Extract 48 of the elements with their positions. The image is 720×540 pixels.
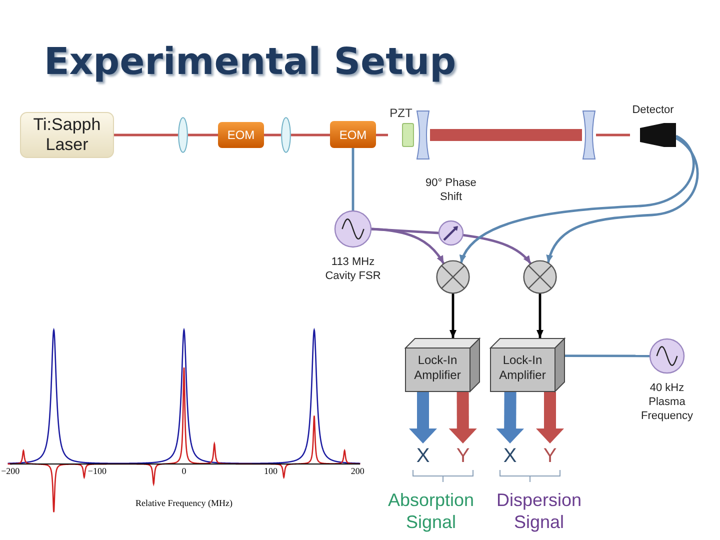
slide-title: Experimental Setup — [44, 40, 456, 83]
mixer-symbol — [436, 260, 470, 294]
node-label: 40 kHz Plasma Frequency — [640, 381, 694, 423]
laser-beam — [430, 129, 582, 141]
node-label: 90° Phase Shift — [424, 176, 478, 204]
axis-title: Relative Frequency (MHz) — [136, 498, 232, 508]
laser-beam — [188, 134, 218, 136]
output-arrow — [448, 392, 477, 444]
node-label: 113 MHz Cavity FSR — [324, 255, 382, 283]
laser-beam — [264, 134, 281, 136]
output-arrow — [496, 392, 524, 444]
tick-label: 200 — [350, 466, 364, 476]
tick-label: 100 — [264, 466, 278, 476]
signal-cable — [460, 134, 695, 264]
laser-beam — [596, 134, 630, 136]
node-label: Ti:Sapph Laser — [32, 115, 102, 155]
mirror — [416, 110, 430, 160]
modulator-block — [330, 121, 376, 148]
lens — [178, 117, 188, 153]
output-arrow — [409, 392, 437, 444]
tick-label: −100 — [88, 466, 106, 476]
output-arrow — [536, 392, 564, 444]
node-label: X — [502, 444, 518, 468]
laser-beam — [376, 134, 388, 136]
lens — [281, 117, 291, 153]
signal-cable — [370, 228, 440, 234]
signal-label: Dispersion Signal — [495, 489, 583, 533]
node-label: PZT — [388, 106, 414, 120]
laser-beam — [291, 134, 330, 136]
node-label: X — [415, 444, 431, 468]
laser-block — [20, 112, 114, 158]
mirror — [582, 110, 596, 160]
signal-cable — [536, 293, 544, 338]
tick-label: 0 — [182, 466, 186, 476]
signal-cable — [352, 148, 354, 211]
signal-cable — [546, 137, 699, 264]
node-label: EOM — [227, 128, 255, 142]
signal-label: Absorption Signal — [386, 489, 476, 533]
mixer-symbol — [523, 260, 557, 294]
modulator-block — [218, 122, 264, 148]
tick-label: −200 — [1, 466, 20, 476]
node-label: Y — [542, 444, 558, 468]
node-label: EOM — [339, 128, 367, 142]
laser-beam — [114, 134, 178, 136]
signal-cable — [450, 293, 456, 338]
node-label: Y — [455, 444, 471, 468]
node-label: Detector — [631, 103, 675, 117]
signal-cable — [462, 234, 532, 264]
